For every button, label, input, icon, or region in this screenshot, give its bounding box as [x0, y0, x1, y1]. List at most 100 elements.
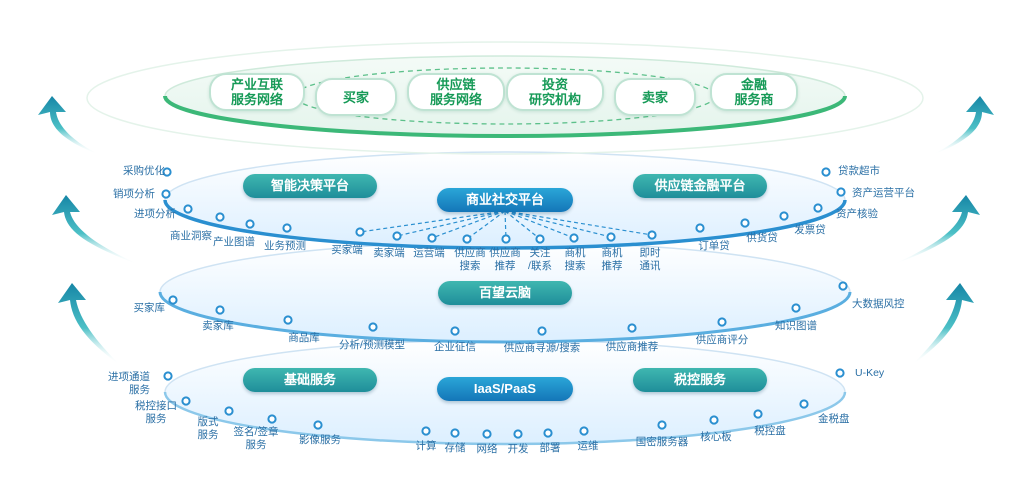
ring-dot	[513, 429, 523, 439]
ring-dot	[799, 399, 809, 409]
ring-dot	[392, 231, 402, 241]
ring-dot	[163, 371, 173, 381]
ring-dot	[627, 323, 637, 333]
ring-label: 企业征信	[434, 341, 476, 353]
ring-label: 销项分析	[113, 188, 155, 200]
arrow-up-icon	[38, 96, 100, 155]
ring-dot	[657, 420, 667, 430]
node-industry-internet-network: 产业互联 服务网络	[209, 73, 305, 111]
ring-dot	[543, 428, 553, 438]
ring-label: 即时 通讯	[639, 247, 661, 272]
connector-lines	[359, 210, 653, 240]
pill-supply-chain-finance: 供应链金融平台	[633, 174, 767, 198]
ring-dot	[717, 317, 727, 327]
ring-dot	[569, 233, 579, 243]
arrow-up-icon	[52, 195, 140, 265]
ring-dot	[535, 234, 545, 244]
ring-label: 大数据风控	[852, 298, 905, 310]
ring-label: 核心板	[700, 431, 732, 443]
ring-label: 供应商评分	[695, 334, 749, 346]
layer-top	[86, 41, 924, 155]
connector-line	[504, 210, 653, 236]
ring-label: 开发	[507, 443, 529, 455]
node-supply-chain-network: 供应链 服务网络	[407, 73, 505, 111]
ring-dot	[421, 426, 431, 436]
ring-dot	[224, 406, 234, 416]
pill-tax-control-services: 税控服务	[633, 368, 767, 392]
connector-line	[466, 210, 506, 240]
ring-dot	[537, 326, 547, 336]
connector-line	[504, 210, 541, 240]
arrow-up-icon	[932, 96, 994, 155]
ring-dot	[709, 415, 719, 425]
ring-label: 商机 推荐	[601, 247, 623, 272]
ring-label: 存储	[444, 442, 466, 454]
pill-basic-services: 基础服务	[243, 368, 377, 392]
ring-dot	[355, 227, 365, 237]
ring-dot	[482, 429, 492, 439]
ring-label: 部署	[539, 442, 561, 454]
ring-label: 采购优化	[123, 165, 165, 177]
ring-label: 产业图谱	[213, 236, 255, 248]
ring-dot	[282, 223, 292, 233]
node-buyer: 买家	[315, 78, 397, 116]
ring-dot	[501, 234, 511, 244]
label-dots	[161, 167, 848, 439]
connector-line	[359, 210, 506, 233]
ring-label: 税控接口 服务	[135, 400, 177, 425]
ring-dot	[450, 326, 460, 336]
ring-label: 供应商 推荐	[489, 247, 521, 272]
pill-business-social: 商业社交平台	[437, 188, 573, 212]
ring-dot	[181, 396, 191, 406]
ring-dot	[161, 189, 171, 199]
ring-label: 卖家库	[202, 320, 234, 332]
ring-dot	[168, 295, 178, 305]
pill-iaas-paas: IaaS/PaaS	[437, 377, 573, 401]
ring-dot	[779, 211, 789, 221]
ring-dot	[462, 234, 472, 244]
ring-dot	[579, 426, 589, 436]
node-investment-research: 投资 研究机构	[506, 73, 604, 111]
ring-dot	[835, 368, 845, 378]
connector-line	[396, 210, 506, 237]
arrow-up-icon	[58, 283, 120, 365]
left-arrows	[38, 96, 140, 365]
ring-dot	[740, 218, 750, 228]
ring-dot	[450, 428, 460, 438]
ring-label: 买家库	[133, 302, 166, 314]
ring-label: 进项通道 服务	[108, 371, 150, 396]
connector-line	[504, 210, 575, 239]
ring-label: 供应商 搜索	[454, 247, 486, 272]
ring-label: 计算	[415, 440, 437, 452]
ring-label: 供应商寻源/搜索	[503, 342, 581, 354]
ring-label: 运营端	[413, 247, 445, 259]
ring-dot	[162, 167, 172, 177]
ring-label: 进项分析	[134, 208, 176, 220]
connector-line	[431, 210, 506, 239]
connector-line	[504, 210, 507, 240]
ring-dot	[695, 223, 705, 233]
ring-label: 版式 服务	[197, 416, 219, 441]
pill-baiwang-brain: 百望云脑	[438, 281, 572, 305]
node-seller: 卖家	[614, 78, 696, 116]
ring-dot	[283, 315, 293, 325]
ring-dot	[647, 230, 657, 240]
ring-label: 发票贷	[794, 224, 826, 236]
ring-label: 订单贷	[698, 240, 730, 252]
ring-dot	[821, 167, 831, 177]
ring-label: 影像服务	[299, 434, 341, 446]
node-financial-service-provider: 金融 服务商	[710, 73, 798, 111]
arrow-up-icon	[892, 195, 980, 265]
ring-dot	[245, 219, 255, 229]
ring-label: 分析/预测模型	[339, 339, 405, 351]
right-arrows	[892, 96, 994, 365]
ring-label: 知识图谱	[775, 320, 817, 332]
ring-label: 资产运营平台	[852, 187, 915, 199]
ring-dot	[313, 420, 323, 430]
ring-dot	[215, 305, 225, 315]
ring-label: 资产核验	[836, 208, 878, 220]
ring-label: 业务预测	[264, 240, 306, 252]
ring-label: 供应商推荐	[605, 341, 659, 353]
ring-dot	[183, 204, 193, 214]
